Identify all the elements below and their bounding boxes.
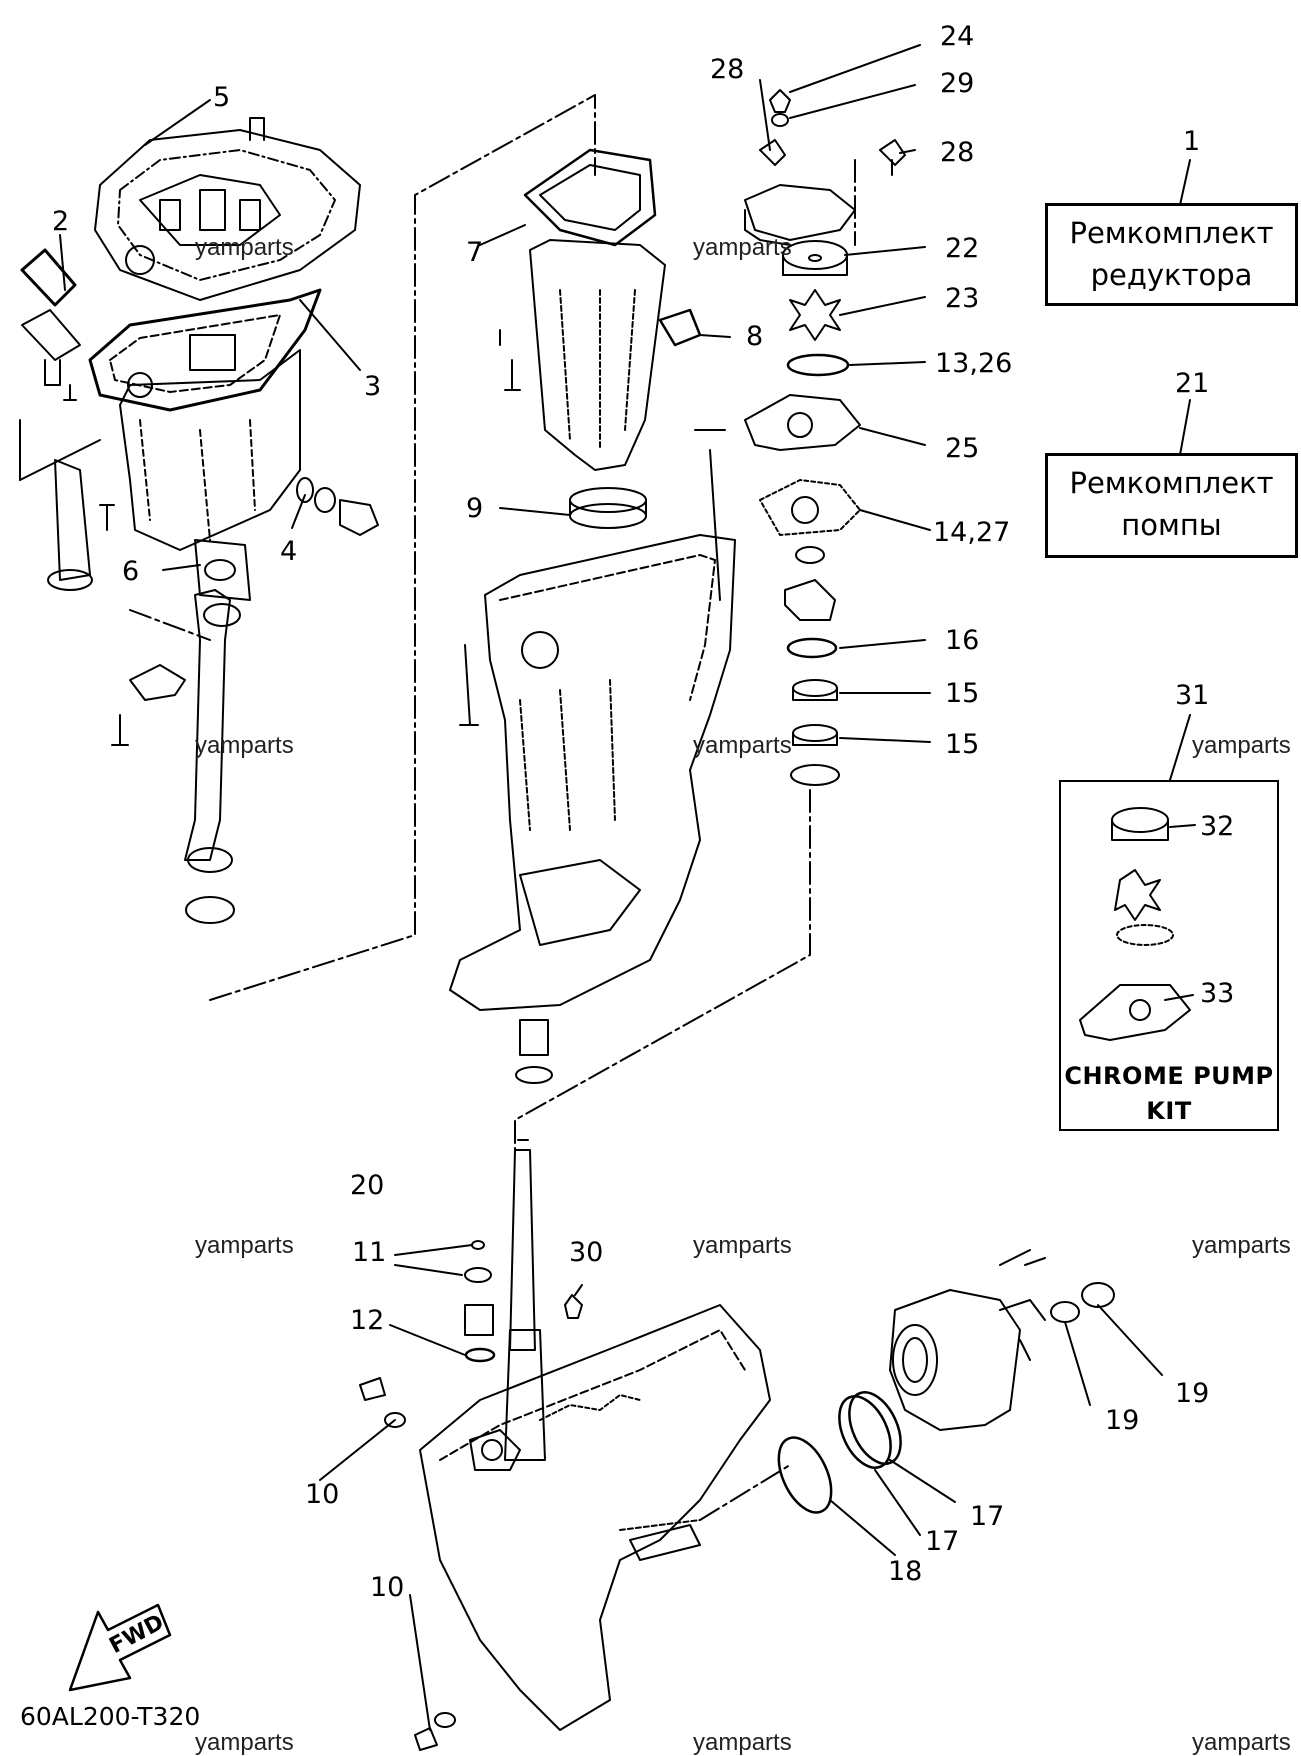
- callout-1: 1: [1183, 126, 1201, 157]
- chrome-pump-kit-box: CHROME PUMP KIT: [1059, 780, 1279, 1131]
- callout-19-right: 19: [1175, 1378, 1210, 1409]
- pump-kit-box: Ремкомплект помпы: [1045, 453, 1298, 558]
- drive-shaft-part: [504, 1139, 546, 1461]
- pump-kit-line1: Ремкомплект: [1069, 466, 1274, 500]
- callout-28-right: 28: [940, 137, 975, 168]
- small-bracket-parts: [19, 248, 115, 591]
- callout-16: 16: [945, 625, 980, 656]
- callout-9: 9: [466, 493, 484, 524]
- callout-17-left: 17: [925, 1526, 960, 1557]
- callout-15-bottom: 15: [945, 729, 980, 760]
- damper-part: [658, 308, 702, 347]
- watermark: yamparts: [195, 1232, 294, 1259]
- chrome-kit-line2: KIT: [1146, 1096, 1192, 1125]
- watermark: yamparts: [693, 1232, 792, 1259]
- gear-case-part: [419, 1304, 771, 1731]
- watermark: yamparts: [693, 732, 792, 759]
- callout-17-right: 17: [970, 1501, 1005, 1532]
- callout-23: 23: [945, 283, 980, 314]
- callout-6: 6: [122, 556, 140, 587]
- exhaust-tube-part: [111, 539, 251, 924]
- drive-shaft-housing-part: [449, 429, 736, 1011]
- callout-4: 4: [280, 536, 298, 567]
- drain-plug-part: [296, 477, 379, 536]
- watermark: yamparts: [195, 732, 294, 759]
- callout-25: 25: [945, 433, 980, 464]
- top-gasket-part: [523, 148, 657, 247]
- callout-29: 29: [940, 68, 975, 99]
- chrome-kit-line1: CHROME PUMP: [1064, 1062, 1274, 1090]
- drain-bolt-parts: [359, 1377, 456, 1751]
- callout-8: 8: [746, 321, 764, 352]
- gearbox-kit-line2: редуктора: [1090, 258, 1253, 293]
- watermark: yamparts: [195, 1729, 294, 1756]
- small-seal-parts: [464, 1240, 583, 1363]
- callout-19-left: 19: [1105, 1405, 1140, 1436]
- pump-kit-line2: помпы: [1121, 508, 1222, 543]
- callout-20: 20: [350, 1170, 385, 1201]
- water-pump-stack: [744, 89, 906, 786]
- watermark: yamparts: [693, 1729, 792, 1756]
- callout-10-lower: 10: [370, 1572, 405, 1603]
- callout-11: 11: [352, 1237, 387, 1268]
- callout-24: 24: [940, 21, 975, 52]
- callout-5: 5: [213, 82, 231, 113]
- gearbox-kit-box: Ремкомплект редуктора: [1045, 203, 1298, 306]
- propeller-shaft-housing-part: [889, 1249, 1115, 1431]
- leader-lines: [59, 44, 1196, 1731]
- diagram-code: 60AL200-T320: [20, 1702, 201, 1731]
- callout-13-26: 13,26: [935, 348, 1013, 379]
- bushing-part: [515, 1019, 553, 1084]
- callout-10-upper: 10: [305, 1479, 340, 1510]
- gasket-part: [88, 288, 322, 412]
- callout-21: 21: [1175, 368, 1210, 399]
- gearbox-kit-line1: Ремкомплект: [1069, 216, 1274, 250]
- watermark: yamparts: [1192, 1232, 1291, 1259]
- callout-31: 31: [1175, 680, 1210, 711]
- oil-pan-part: [119, 349, 301, 551]
- chrome-kit-parts: [1079, 807, 1191, 1041]
- callout-2: 2: [52, 206, 70, 237]
- watermark: yamparts: [693, 234, 792, 261]
- muffler-part: [499, 239, 666, 471]
- callout-14-27: 14,27: [933, 517, 1011, 548]
- watermark: yamparts: [1192, 732, 1291, 759]
- callout-32: 32: [1200, 811, 1235, 842]
- o-ring-parts: [777, 1391, 902, 1514]
- callout-18: 18: [888, 1556, 923, 1587]
- callout-22: 22: [945, 233, 980, 264]
- watermark: yamparts: [1192, 1729, 1291, 1756]
- callout-3: 3: [364, 371, 382, 402]
- callout-7: 7: [466, 237, 484, 268]
- fwd-arrow-icon: [68, 1603, 172, 1692]
- callout-33: 33: [1200, 978, 1235, 1009]
- callout-30: 30: [569, 1237, 604, 1268]
- upper-casing-part: [94, 117, 361, 301]
- watermark: yamparts: [195, 234, 294, 261]
- oil-seal-part: [569, 487, 647, 529]
- callout-15-top: 15: [945, 678, 980, 709]
- callout-12: 12: [350, 1305, 385, 1336]
- callout-28-left: 28: [710, 54, 745, 85]
